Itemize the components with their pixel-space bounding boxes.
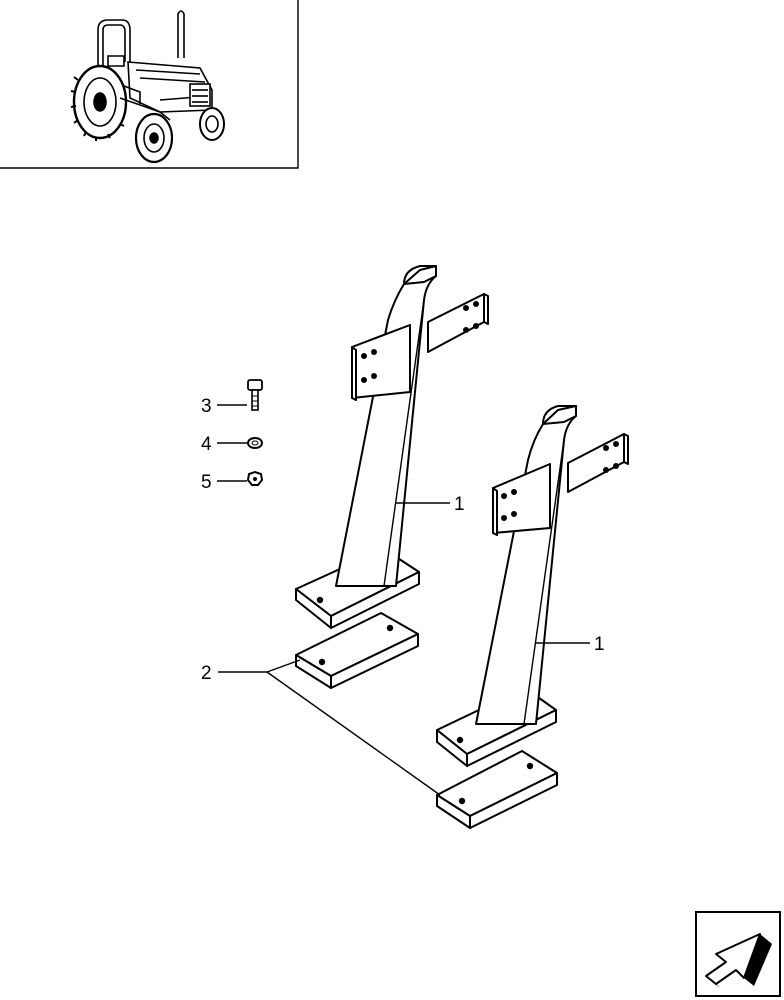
tractor-thumbnail [0, 0, 299, 169]
bracket-left [295, 265, 489, 629]
callout-4: 4 [201, 434, 212, 455]
washer-icon [247, 437, 263, 449]
shim-plate-left [295, 612, 419, 689]
bracket-right [436, 405, 629, 767]
callout-3: 3 [201, 396, 212, 417]
callout-1-left: 1 [454, 494, 465, 515]
bolt-icon [247, 379, 263, 411]
callout-5: 5 [201, 472, 212, 493]
leader-lines [217, 404, 590, 796]
tractor-icon [70, 10, 225, 164]
nut-icon [246, 470, 264, 486]
shim-plate-right [436, 750, 558, 829]
callout-2: 2 [201, 663, 212, 684]
callout-1-right: 1 [594, 634, 605, 655]
next-page-arrow-icon[interactable] [695, 911, 781, 997]
